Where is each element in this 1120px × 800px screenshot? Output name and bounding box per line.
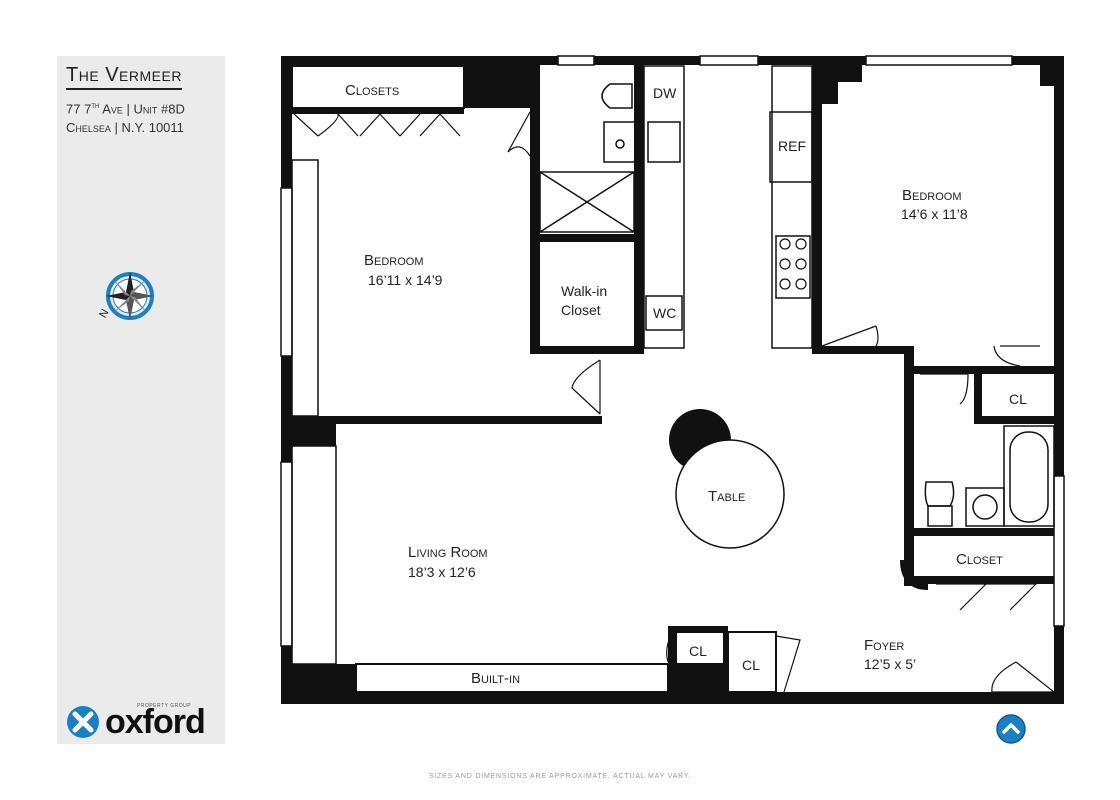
foyer-label: Foyer	[864, 637, 905, 654]
refrigerator-label: REF	[778, 138, 806, 154]
closet-cl-right: CL	[1009, 391, 1027, 407]
logo-wordmark: oxford	[105, 703, 206, 741]
built-in-shelf	[355, 663, 669, 693]
info-sidebar: The Vermeer 77 7th Ave | Unit #8D Chelse…	[57, 56, 225, 744]
living-room-label: Living Room	[408, 544, 488, 561]
bedroom2-dims: 14’6 x 11’8	[901, 206, 968, 222]
wall-right	[1054, 56, 1064, 704]
table-shape	[675, 439, 785, 549]
wc-label: WC	[653, 305, 677, 321]
unit-text: Ave | Unit #8D	[99, 101, 185, 117]
foyer-dims: 12’5 x 5’	[864, 656, 917, 672]
bedroom1-label: Bedroom	[364, 252, 424, 269]
table-label: Table	[708, 488, 746, 505]
wall-bottom	[281, 692, 1064, 704]
walk-in-closet-line2: Closet	[561, 302, 601, 318]
closets-label: Closets	[345, 82, 400, 99]
compass-rose-icon: N	[97, 272, 154, 320]
built-in-label: Built-in	[471, 670, 521, 687]
street-number: 77 7	[66, 101, 92, 117]
oxford-x-icon	[67, 706, 99, 738]
closet-cl-bottom-2: CL	[742, 657, 760, 673]
entrance-arrow-icon	[996, 714, 1026, 744]
address-line-1: 77 7th Ave | Unit #8D	[66, 100, 185, 116]
wall-left	[281, 56, 292, 704]
building-name: The Vermeer	[66, 64, 182, 90]
wall-top	[281, 56, 1064, 65]
dishwasher-label: DW	[653, 85, 677, 101]
closet-label: Closet	[956, 551, 1003, 568]
address-line-2: Chelsea | N.Y. 10011	[66, 120, 184, 135]
disclaimer-text: Sizes and dimensions are approximate, ac…	[428, 773, 692, 780]
oxford-logo: PROPERTY GROUP oxford	[65, 700, 225, 742]
bedroom1-dims: 16’11 x 14’9	[368, 272, 443, 288]
bedroom2-label: Bedroom	[902, 187, 962, 204]
walk-in-closet-line1: Walk-in	[561, 283, 608, 299]
closet-cl-bottom-1: CL	[689, 643, 707, 659]
ordinal-suffix: th	[91, 100, 100, 110]
living-room-dims: 18’3 x 12’6	[408, 564, 476, 580]
logo-subtitle: PROPERTY GROUP	[137, 703, 192, 709]
